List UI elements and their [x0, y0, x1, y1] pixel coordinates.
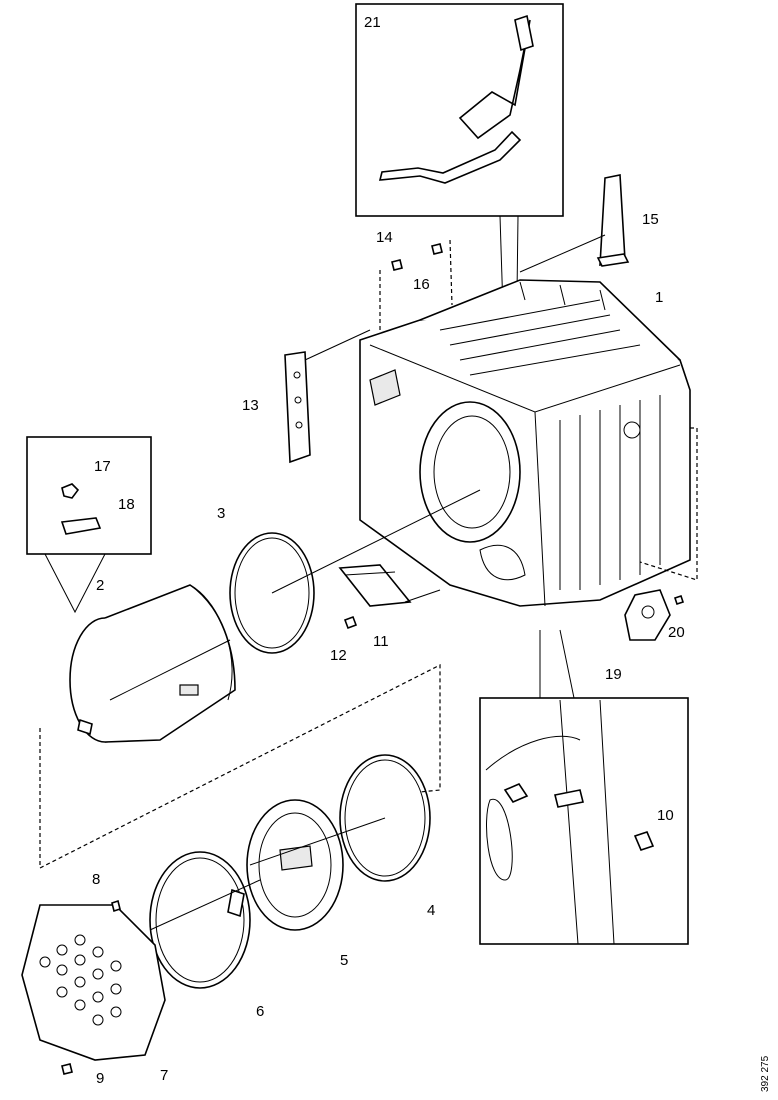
- door-seal-part-5: [246, 799, 344, 931]
- callout-17: 17: [94, 458, 111, 475]
- inset-box-17-18: [26, 436, 152, 614]
- leader-19-20: [639, 427, 698, 581]
- callout-6: 6: [256, 1003, 264, 1020]
- callout-5: 5: [340, 952, 348, 969]
- callout-14: 14: [376, 229, 393, 246]
- callout-3: 3: [217, 505, 225, 522]
- screw-part-14: [379, 259, 403, 330]
- callout-2: 2: [96, 577, 104, 594]
- bracket-part-11: [338, 564, 412, 607]
- callout-16: 16: [413, 276, 430, 293]
- bracket-part-19: [624, 589, 671, 641]
- callouts: 1 2 3 4 5 6 7 8 9 10 11 12 13 14 15 16 1…: [92, 14, 685, 1087]
- ring-part-3-inner: [234, 537, 310, 649]
- inset-box-10: [479, 629, 689, 945]
- ring-part-4: [339, 754, 431, 882]
- callout-12: 12: [330, 647, 347, 664]
- callout-4: 4: [427, 902, 435, 919]
- callout-9: 9: [96, 1070, 104, 1087]
- callout-7: 7: [160, 1067, 168, 1084]
- clip-part-12: [343, 615, 358, 630]
- front-panel-part-7: [21, 904, 166, 1061]
- callout-15: 15: [642, 211, 659, 228]
- callout-21: 21: [364, 14, 381, 31]
- document-number: 392 275: [760, 1055, 771, 1092]
- callout-20: 20: [668, 624, 685, 641]
- bracket-part-15: [519, 174, 630, 273]
- callout-13: 13: [242, 397, 259, 414]
- screw-part-8: [111, 899, 121, 913]
- ring-part-6: [149, 851, 251, 989]
- bracket-part-13: [284, 329, 371, 464]
- screw-part-16: [431, 239, 453, 306]
- callout-18: 18: [118, 496, 135, 513]
- ring-part-4-inner: [344, 759, 426, 877]
- callout-1: 1: [655, 289, 663, 306]
- screw-part-9: [61, 1063, 73, 1075]
- ring-part-6-inner: [155, 857, 245, 983]
- ring-part-3: [229, 532, 315, 654]
- outer-tub-part-1: [359, 279, 691, 607]
- callout-19: 19: [605, 666, 622, 683]
- drum-part-2: [69, 584, 236, 743]
- callout-11: 11: [373, 633, 389, 650]
- screw-part-20: [673, 594, 685, 606]
- callout-8: 8: [92, 871, 100, 888]
- clamp-part-6: [227, 888, 245, 918]
- callout-10: 10: [657, 807, 674, 824]
- leader-drum-assembly: [39, 664, 441, 869]
